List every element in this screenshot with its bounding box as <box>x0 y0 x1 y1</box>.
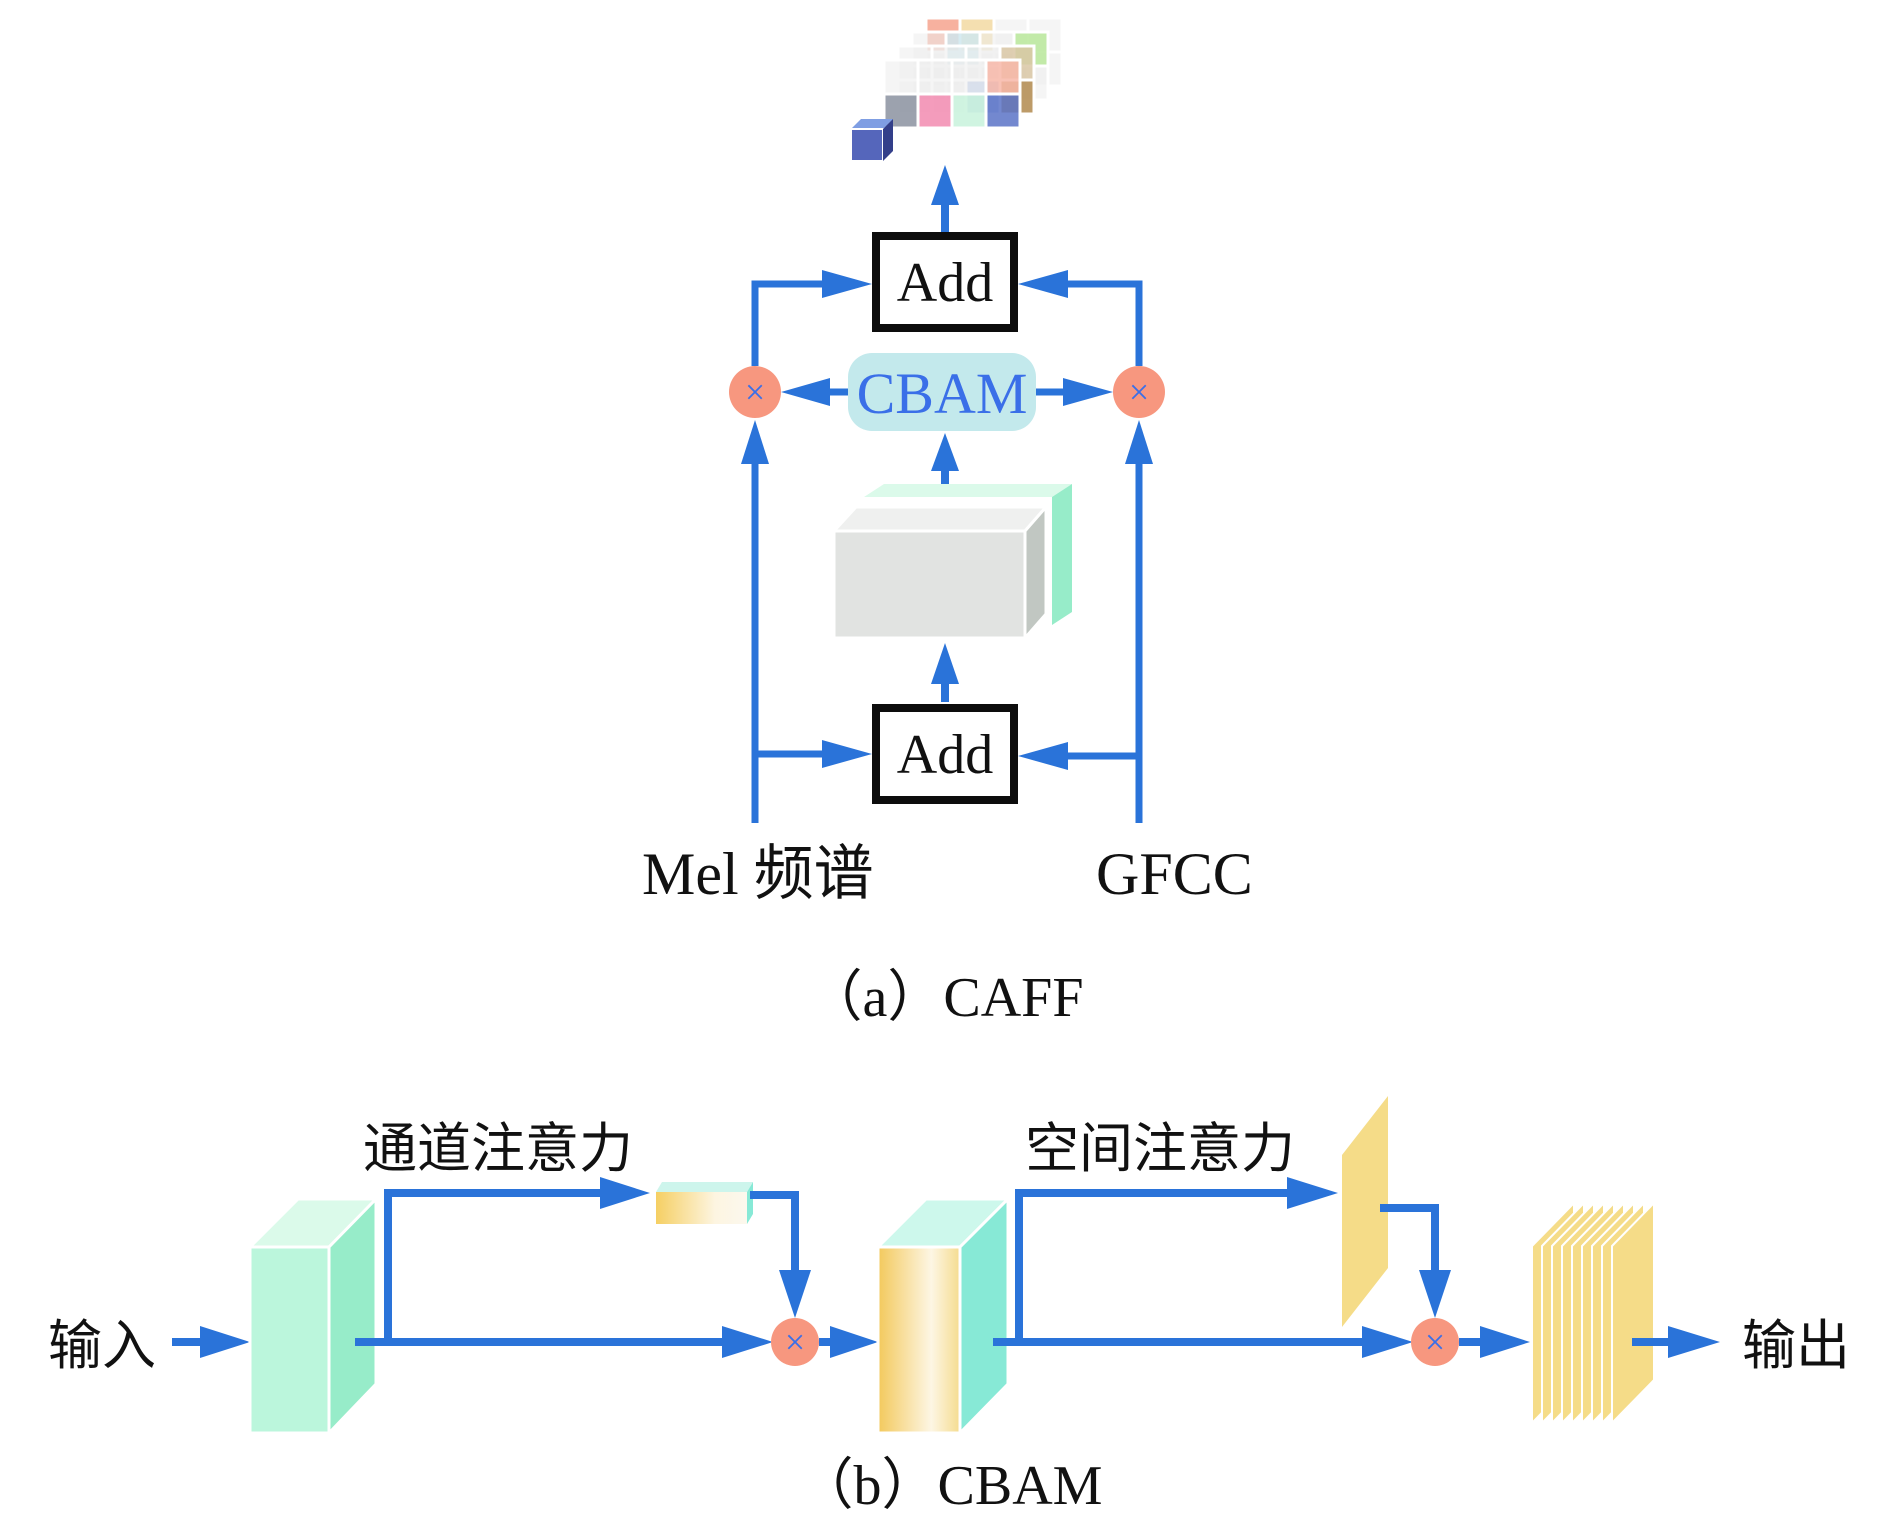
arrow-multiply2-to-output-stack <box>1459 1326 1530 1358</box>
cube-cell <box>950 58 988 96</box>
arrow-gfcc-path <box>1018 420 1153 823</box>
cube-cell <box>882 58 920 96</box>
channel-attention-map-icon <box>656 1182 753 1224</box>
arrow-add-to-feature <box>931 643 959 702</box>
arrow-mel-path <box>741 420 872 823</box>
cube-cell <box>916 92 954 130</box>
cbam-label: CBAM <box>857 361 1028 426</box>
add-top-label: Add <box>897 252 993 314</box>
caption-a: （a）CAFF <box>807 967 1084 1029</box>
input-label-gfcc: GFCC <box>1096 841 1253 907</box>
arrow-right-multiply-to-add <box>1018 270 1143 366</box>
input-label: 输入 <box>48 1316 156 1376</box>
input-feature-block-icon <box>246 1195 380 1437</box>
feature-sheet <box>1611 1200 1655 1426</box>
arrow-block2-to-multiply2 <box>993 1326 1413 1358</box>
spatial-attention-map-icon <box>1342 1096 1388 1327</box>
arrow-input-to-block <box>172 1326 250 1358</box>
arrow-channel-attention-to-multiply1 <box>750 1191 811 1318</box>
arrow-block1-to-multiply1 <box>355 1326 773 1358</box>
multiply-icon: × <box>785 1322 805 1362</box>
panel-b-cbam: 输入 通道注意力 <box>48 1096 1850 1517</box>
arrow-cbam-to-right-multiply <box>1036 378 1113 406</box>
arrow-block2-to-spatial-attention <box>1015 1177 1338 1342</box>
multiply-icon: × <box>1129 372 1149 412</box>
multiply-icon: × <box>1425 1322 1445 1362</box>
multiply-node-2: × <box>1411 1318 1459 1366</box>
cube-cell <box>950 92 988 130</box>
input-label-mel-spectrogram: Mel 频谱 <box>642 841 874 907</box>
add-bottom-label: Add <box>897 724 993 786</box>
arrow-add-to-output <box>931 165 959 232</box>
output-label: 输出 <box>1742 1316 1850 1376</box>
multiply-node-1: × <box>771 1318 819 1366</box>
add-box-top: Add <box>872 232 1018 332</box>
arrow-spatial-attention-to-multiply2 <box>1380 1204 1451 1318</box>
feature-cube-grid-icon <box>850 16 1064 162</box>
arrow-stack-to-output <box>1632 1326 1720 1358</box>
multiply-node-right: × <box>1113 366 1165 418</box>
caption-b: （b）CBAM <box>798 1455 1103 1517</box>
cube-cell <box>916 58 954 96</box>
spatial-attention-label: 空间注意力 <box>1025 1119 1295 1179</box>
arrow-block1-to-channel-attention <box>384 1177 650 1342</box>
cube-cell <box>984 92 1022 130</box>
single-cube-icon <box>850 119 893 162</box>
cube-cell <box>984 58 1022 96</box>
arrow-cbam-to-left-multiply <box>781 378 848 406</box>
arrow-left-multiply-to-add <box>751 270 872 366</box>
multiply-icon: × <box>745 372 765 412</box>
panel-a-caff: Add CBAM × <box>642 16 1253 1029</box>
multiply-node-left: × <box>729 366 781 418</box>
channel-refined-block-icon <box>874 1195 1012 1437</box>
channel-attention-label: 通道注意力 <box>363 1119 633 1179</box>
output-feature-stack-icon <box>1531 1200 1655 1426</box>
cbam-module: CBAM <box>848 353 1036 431</box>
add-box-bottom: Add <box>872 704 1018 804</box>
arrow-multiply1-to-block2 <box>819 1326 878 1358</box>
feature-block-icon <box>830 484 1072 642</box>
